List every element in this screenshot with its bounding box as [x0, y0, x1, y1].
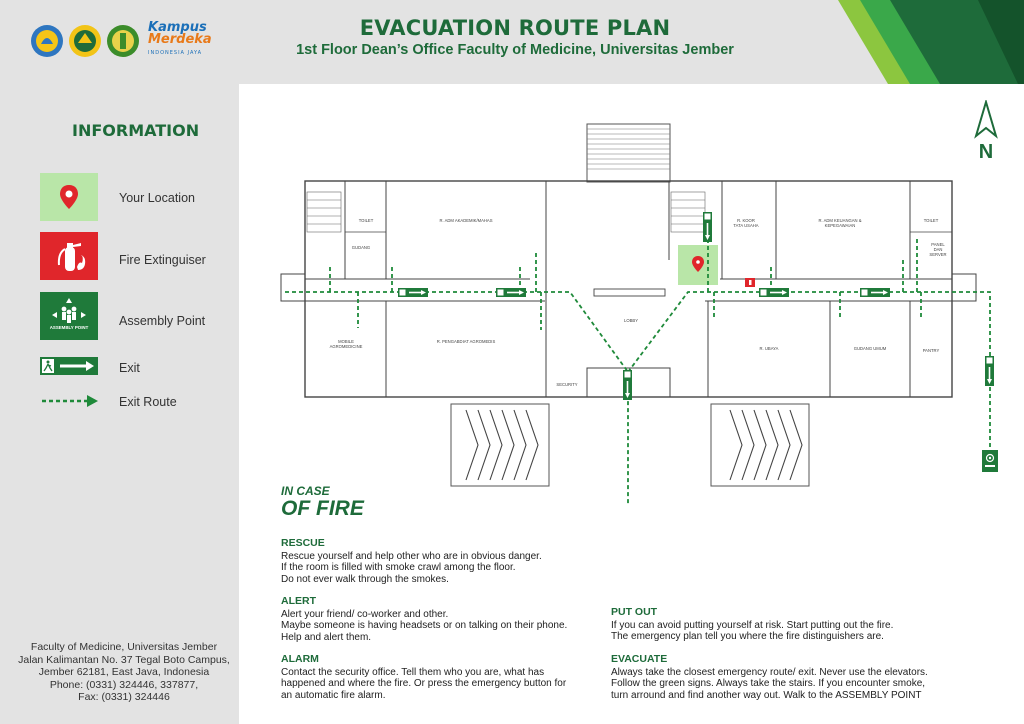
- rescue-section: RESCUE Rescue yourself and help other wh…: [281, 537, 542, 585]
- page-title: EVACUATION ROUTE PLAN: [359, 16, 671, 40]
- exit-sign-icon: [40, 357, 98, 375]
- assembly-sign-text: ASSEMBLY POINT: [50, 325, 89, 330]
- room-label: TOILET: [924, 218, 939, 223]
- put-out-section: PUT OUT If you can avoid putting yoursel…: [611, 606, 894, 643]
- exit-sign-icon: [702, 211, 713, 243]
- kampus-merdeka-logo: Kampus Merdeka INDONESIA JAYA: [148, 20, 212, 59]
- room-label: KEPEGAWAIAN: [825, 223, 856, 228]
- legend-label-your-location: Your Location: [119, 191, 195, 205]
- floor-plan: TOILET GUDANG R. ADM AKADEMIK/MAHAS R. K…: [280, 123, 999, 504]
- section-line: Contact the security office. Tell them w…: [281, 666, 545, 678]
- section-line: Do not ever walk through the smokes.: [281, 573, 449, 585]
- exit-sign-icon: [622, 369, 633, 401]
- section-title: RESCUE: [281, 537, 325, 549]
- room-label: PANTRY: [923, 348, 940, 353]
- room-label: GUDANG: [352, 245, 370, 250]
- evacuate-section: EVACUATE Always take the closest emergen…: [611, 653, 928, 701]
- section-title: EVACUATE: [611, 653, 668, 665]
- section-title: PUT OUT: [611, 606, 658, 618]
- section-line: Alert your friend/ co-worker and other.: [281, 608, 449, 620]
- legend-your-location: [40, 173, 98, 221]
- room-label: LOBBY: [624, 318, 638, 323]
- header-decoration: [838, 0, 1024, 84]
- entrance-ramps: [450, 403, 810, 487]
- legend-label-exit: Exit: [119, 361, 140, 375]
- assembly-point-icon: ASSEMBLY POINT: [50, 298, 89, 330]
- address-line: Faculty of Medicine, Universitas Jember: [30, 641, 218, 653]
- fire-extinguisher-icon: [57, 243, 86, 271]
- room-label: R. UBAYA: [760, 346, 779, 351]
- room-label: TATA USAHA: [733, 223, 758, 228]
- room-label: TOILET: [359, 218, 374, 223]
- information-heading: INFORMATION: [72, 121, 200, 140]
- room-label: GUDANG UMUM: [854, 346, 887, 351]
- exit-route-lines: [285, 212, 991, 504]
- logo-group: Kampus Merdeka INDONESIA JAYA: [30, 20, 212, 59]
- exit-sign-icon: [397, 287, 429, 298]
- location-pin-icon: [60, 185, 78, 209]
- section-line: turn arround and find another way out. W…: [611, 689, 922, 701]
- exit-sign-icon: [859, 287, 891, 298]
- tut-wuri-logo-icon: [30, 24, 64, 58]
- side-stairs: [306, 191, 706, 233]
- section-title: ALERT: [281, 595, 316, 607]
- room-label: AGROMEDICINE: [330, 344, 363, 349]
- address-line: Jalan Kalimantan No. 37 Tegal Boto Campu…: [18, 653, 230, 666]
- of-fire-heading: OF FIRE: [281, 497, 364, 520]
- legend-label-fire-extinguiser: Fire Extinguiser: [119, 253, 206, 267]
- section-line: Always take the closest emergency route/…: [611, 666, 928, 678]
- section-line: The emergency plan tell you where the fi…: [611, 631, 884, 643]
- north-arrow-icon: N: [974, 100, 998, 162]
- room-label: MOBILE: [338, 339, 354, 344]
- section-line: Maybe someone is having headsets or on t…: [281, 620, 568, 632]
- legend-label-assembly-point: Assembly Point: [119, 314, 206, 328]
- room-label: SECURITY: [556, 382, 577, 387]
- room-label: SERVER: [929, 252, 946, 257]
- room-label: R. PENGABDIAT AGROMEDIS: [437, 339, 496, 344]
- room-label: R. KOOR: [737, 218, 755, 223]
- section-title: ALARM: [281, 653, 319, 665]
- legend-label-exit-route: Exit Route: [119, 395, 177, 409]
- section-line: If the room is filled with smoke crawl a…: [281, 562, 516, 574]
- section-line: Rescue yourself and help other who are i…: [281, 550, 542, 562]
- room-label: R. ADM KEUANGAN &: [818, 218, 861, 223]
- room-label: DAN: [934, 247, 943, 252]
- exit-sign-icon: [758, 287, 790, 298]
- alarm-section: ALARM Contact the security office. Tell …: [281, 653, 567, 701]
- logo-tagline: INDONESIA JAYA: [148, 50, 203, 56]
- sidebar-panel: [0, 0, 239, 724]
- in-case-heading: IN CASE: [281, 484, 330, 498]
- section-line: Help and alert them.: [281, 631, 372, 643]
- top-stairs: [586, 123, 671, 183]
- legend-assembly-point: ASSEMBLY POINT: [40, 292, 98, 340]
- address-line: Phone: (0331) 324446, 337877,: [49, 678, 199, 691]
- section-line: Follow the green signs. Always take the …: [611, 678, 926, 690]
- address-block: Faculty of Medicine, Universitas Jember …: [10, 641, 238, 704]
- building-walls: [280, 180, 977, 398]
- logo-line1: Kampus: [148, 20, 207, 35]
- assembly-point-icon: [981, 449, 999, 473]
- legend-fire-extinguisher: [40, 232, 98, 280]
- room-label: R. ADM AKADEMIK/MAHAS: [439, 218, 492, 223]
- faculty-seal-icon: [106, 24, 140, 58]
- alert-section: ALERT Alert your friend/ co-worker and o…: [281, 595, 568, 643]
- section-line: If you can avoid putting yourself at ris…: [611, 619, 894, 631]
- north-label: N: [979, 141, 993, 162]
- logo-line2: Merdeka: [148, 32, 212, 47]
- location-pin-icon: [692, 256, 704, 272]
- address-line: Fax: (0331) 324446: [78, 691, 170, 703]
- exit-sign-icon: [495, 287, 527, 298]
- address-line: Jember 62181, East Java, Indonesia: [38, 666, 210, 678]
- university-seal-icon: [68, 24, 102, 58]
- exit-route-arrow-icon: [42, 395, 98, 407]
- section-line: an automatic fire alarm.: [281, 689, 386, 701]
- section-line: happened and where the fire. Or press th…: [281, 678, 567, 690]
- page-subtitle: 1st Floor Dean’s Office Faculty of Medic…: [296, 42, 734, 58]
- room-label: PANEL: [931, 242, 945, 247]
- exit-sign-icon: [984, 355, 995, 387]
